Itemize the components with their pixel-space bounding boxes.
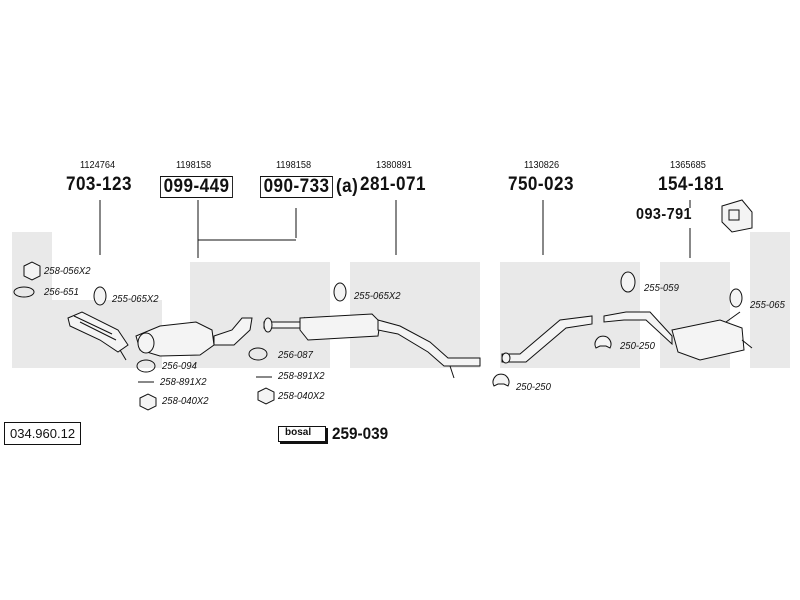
fitting-label: 258-891X2	[278, 371, 325, 382]
fitting-label: 255-065X2	[112, 294, 159, 305]
fitting-label: 258-056X2	[44, 266, 91, 277]
fitting-label: 256-651	[44, 287, 79, 298]
clamp-icon	[594, 335, 612, 349]
rubber-mount-icon	[93, 286, 107, 306]
fitting-label: 250-250	[620, 341, 655, 352]
gasket-icon	[136, 359, 156, 373]
fitting-label: 258-891X2	[160, 377, 207, 388]
nut-icon	[257, 387, 275, 405]
front-pipe	[67, 311, 129, 353]
bracket-part-number[interactable]: 093-791	[636, 206, 692, 223]
rear-silencer	[671, 319, 745, 361]
part-number[interactable]: 154-181	[658, 174, 724, 195]
fitting-label: 256-094	[162, 361, 197, 372]
nut-icon	[139, 393, 157, 411]
gasket-icon	[248, 347, 268, 361]
part-number[interactable]: 099-449	[160, 176, 234, 198]
oem-number: 1130826	[524, 160, 560, 171]
fitting-label: 256-087	[278, 350, 313, 361]
middle-silencer	[299, 313, 381, 341]
mounting-kit-box: bosal	[278, 426, 326, 442]
catalog-reference: 034.960.12	[4, 422, 82, 445]
part-number[interactable]: 090-733	[260, 176, 334, 198]
fitting-label: 258-040X2	[162, 396, 209, 407]
part-suffix: (a)	[336, 176, 359, 197]
part-number[interactable]: 703-123	[66, 174, 132, 195]
tail-pipe-middle	[501, 315, 593, 363]
part-number[interactable]: 750-023	[508, 174, 574, 195]
gasket-icon	[13, 286, 35, 298]
oem-number: 1380891	[376, 160, 412, 171]
fitting-label: 250-250	[516, 382, 551, 393]
fitting-label: 258-040X2	[278, 391, 325, 402]
middle-pipe	[377, 319, 481, 367]
nut-icon	[23, 261, 41, 281]
clamp-icon	[492, 373, 510, 387]
bosal-logo: bosal	[285, 427, 312, 438]
part-number[interactable]: 281-071	[360, 174, 426, 195]
rear-inlet-pipe	[603, 311, 673, 346]
oem-number: 1198158	[176, 160, 212, 171]
fitting-label: 255-065X2	[354, 291, 401, 302]
oem-number: 1198158	[276, 160, 312, 171]
kit-part-number[interactable]: 259-039	[332, 424, 389, 443]
oem-number: 1365685	[670, 160, 706, 171]
hanger-icon	[620, 271, 636, 293]
rubber-mount-icon	[333, 282, 347, 302]
rubber-mount-icon	[729, 288, 743, 308]
cat-outlet-pipe	[213, 317, 253, 346]
fitting-label: 255-059	[644, 283, 679, 294]
fitting-label: 255-065	[750, 300, 785, 311]
oem-number: 1124764	[80, 160, 116, 171]
